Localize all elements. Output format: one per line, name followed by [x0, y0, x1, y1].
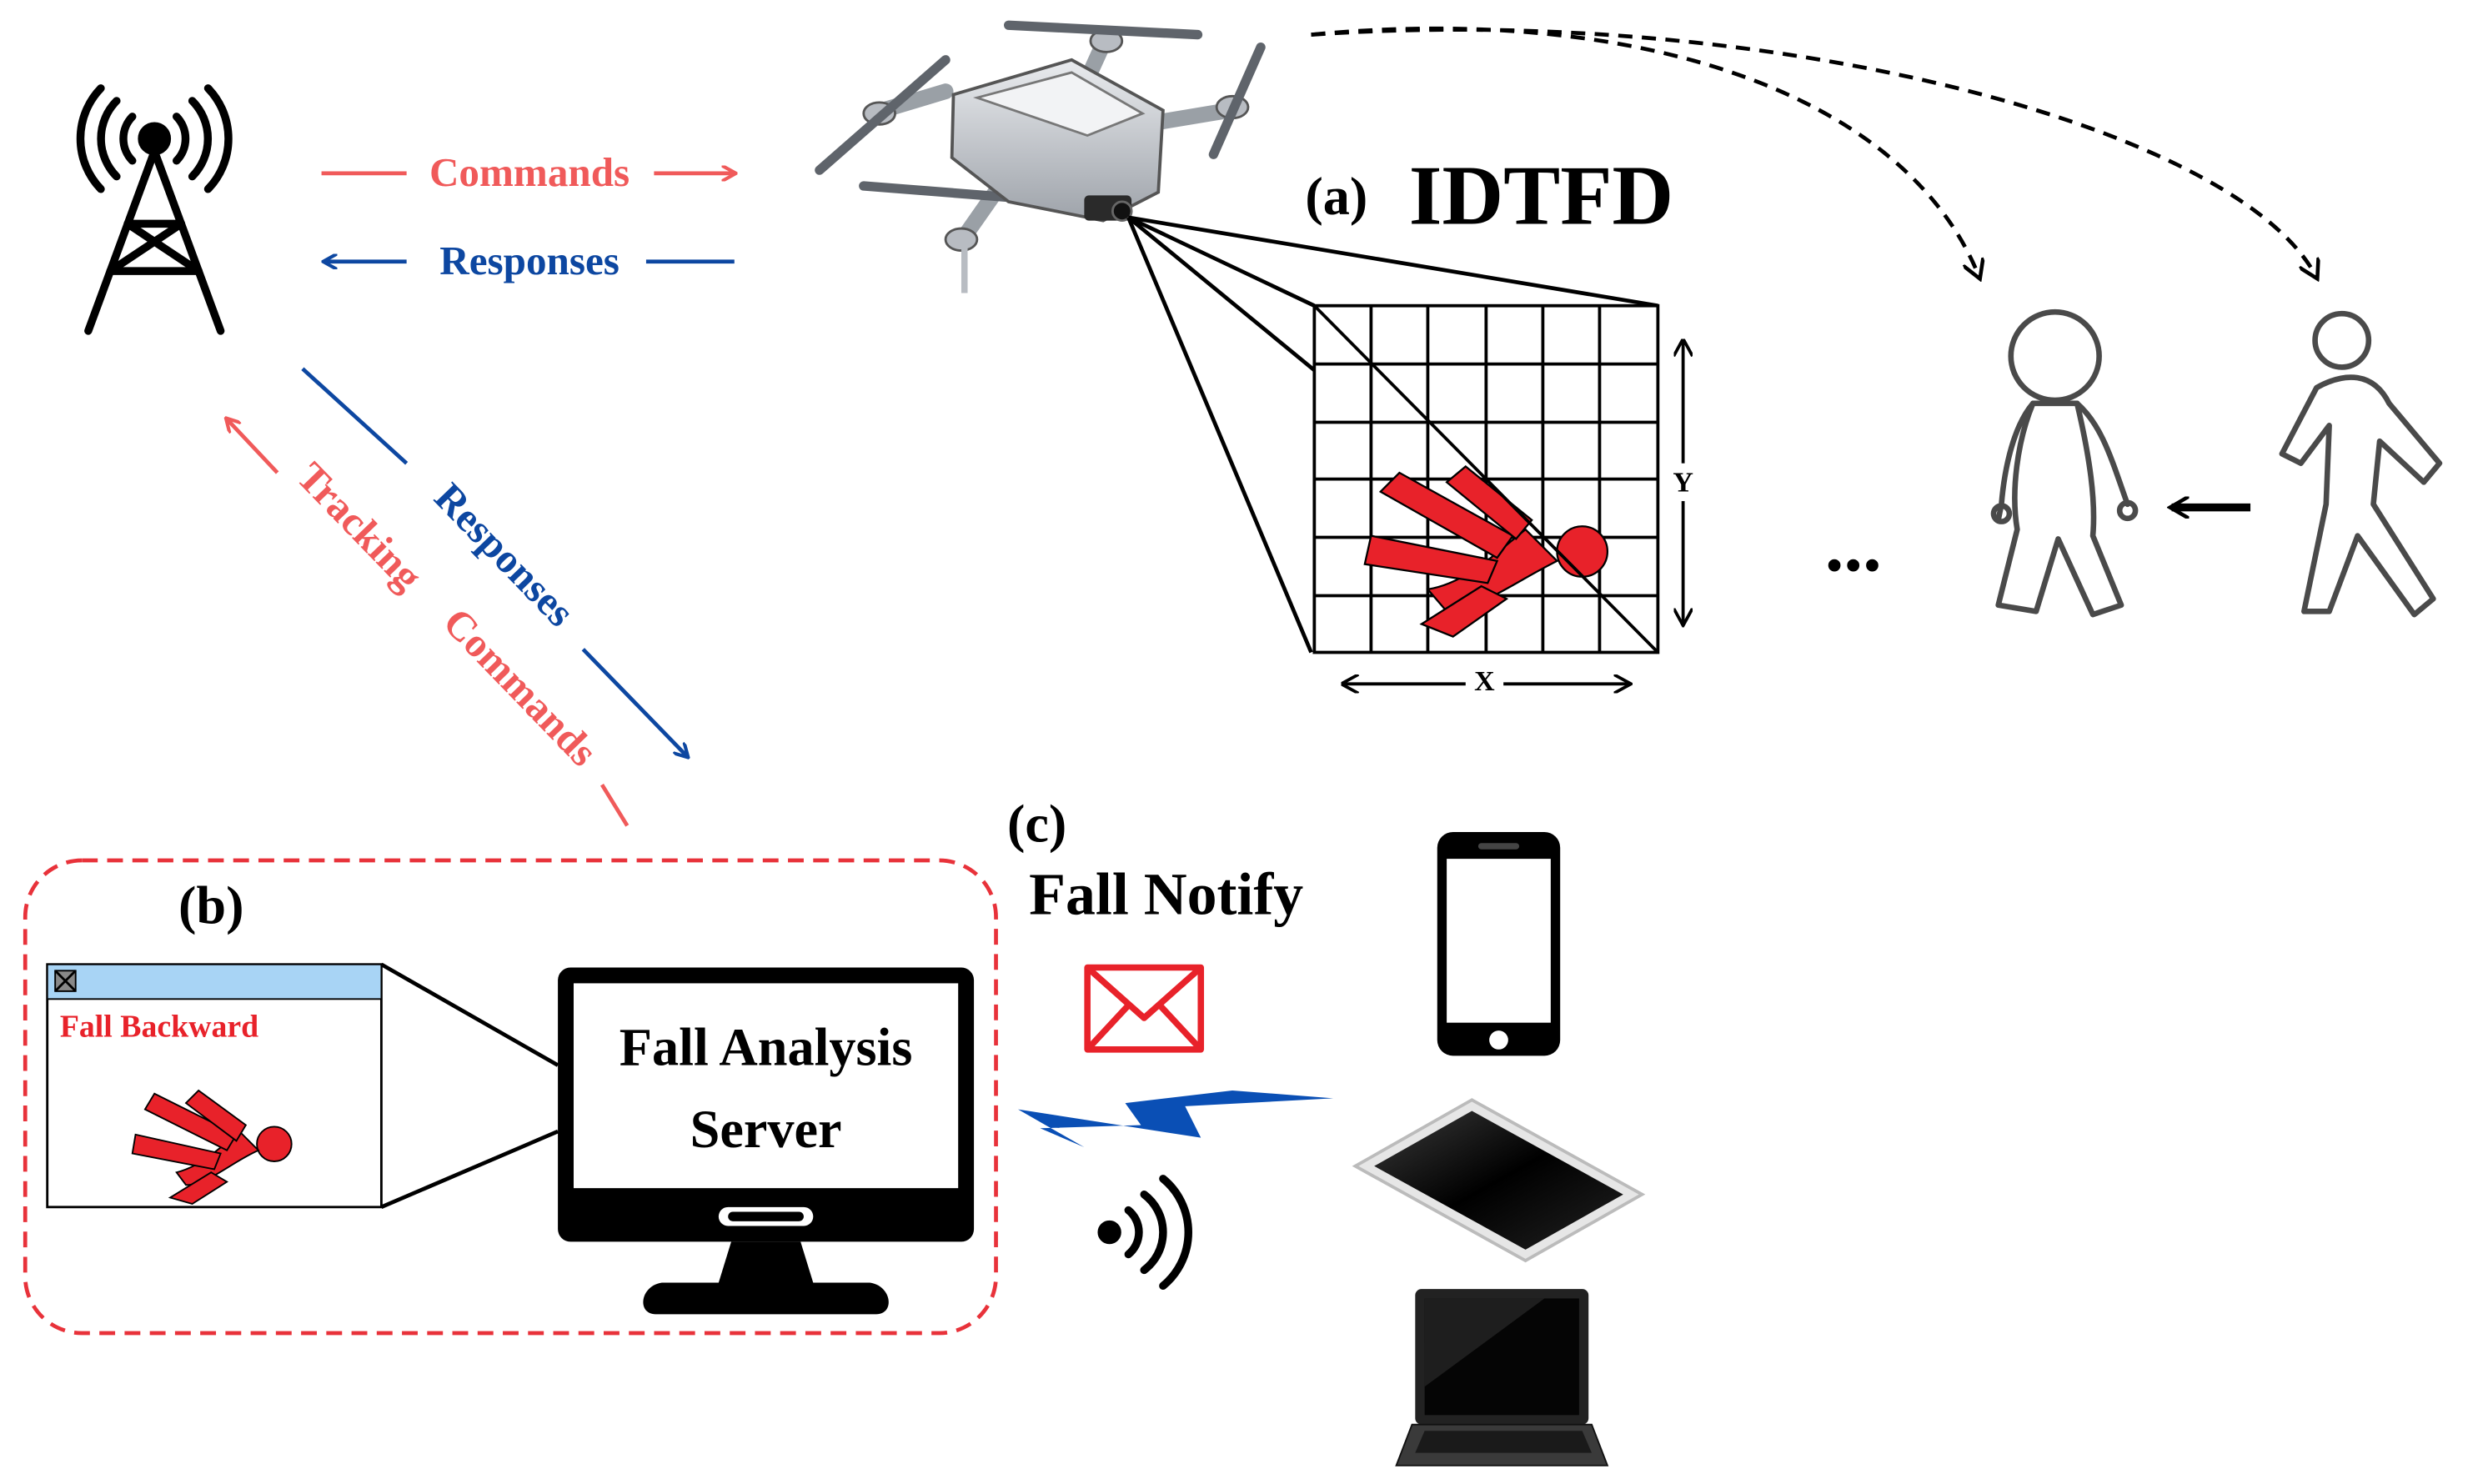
- window-title-bar: [46, 963, 383, 1000]
- fall-backward-label: Fall Backward: [60, 1010, 258, 1045]
- responses-arrow: Responses: [324, 238, 735, 283]
- diagonal-commands-label: Commands: [434, 599, 606, 775]
- analysis-dashed-box: [23, 858, 998, 1336]
- fall-notify-label: Fall Notify: [1029, 860, 1303, 927]
- tablet-icon: [1352, 1098, 1646, 1263]
- diagonal-tracking-commands-arrow: Tracking Commands: [227, 419, 630, 827]
- diagonal-responses-label: Responses: [426, 474, 584, 635]
- fallen-person-small-icon: [131, 1089, 293, 1206]
- y-axis-label: Y: [1673, 468, 1693, 499]
- fall-window: Fall Backward: [46, 963, 383, 1209]
- person-walking-icon: [1990, 308, 2139, 618]
- tower-icon: [76, 84, 233, 335]
- diagonal-tracking-label: Tracking: [288, 454, 432, 599]
- section-b-tag: (b): [178, 876, 244, 935]
- responses-label: Responses: [439, 238, 620, 283]
- x-axis-label: X: [1474, 666, 1495, 697]
- monitor-icon: [558, 967, 975, 1315]
- commands-arrow: Commands: [321, 149, 735, 195]
- diagonal-responses-arrow: Responses: [301, 367, 687, 756]
- server-label-line2: Server: [690, 1100, 842, 1159]
- envelope-icon: [1084, 964, 1205, 1053]
- tracking-path: [1311, 26, 2317, 277]
- server-label-line1: Fall Analysis: [620, 1018, 913, 1077]
- smartphone-icon: [1437, 831, 1561, 1056]
- commands-label: Commands: [429, 149, 630, 195]
- ellipsis: ...: [1825, 503, 1882, 587]
- laptop-icon: [1395, 1289, 1609, 1466]
- lightning-icon: [1018, 1090, 1334, 1147]
- signal-waves-icon: [1097, 1175, 1192, 1291]
- fallen-person-icon: [1363, 465, 1609, 638]
- drone-icon: [815, 20, 1266, 293]
- idtfd-title: IDTFD: [1409, 148, 1674, 243]
- section-c-tag: (c): [1007, 794, 1066, 853]
- section-a-tag: (a): [1305, 167, 1367, 226]
- person-walking-icon-2: [2279, 310, 2443, 618]
